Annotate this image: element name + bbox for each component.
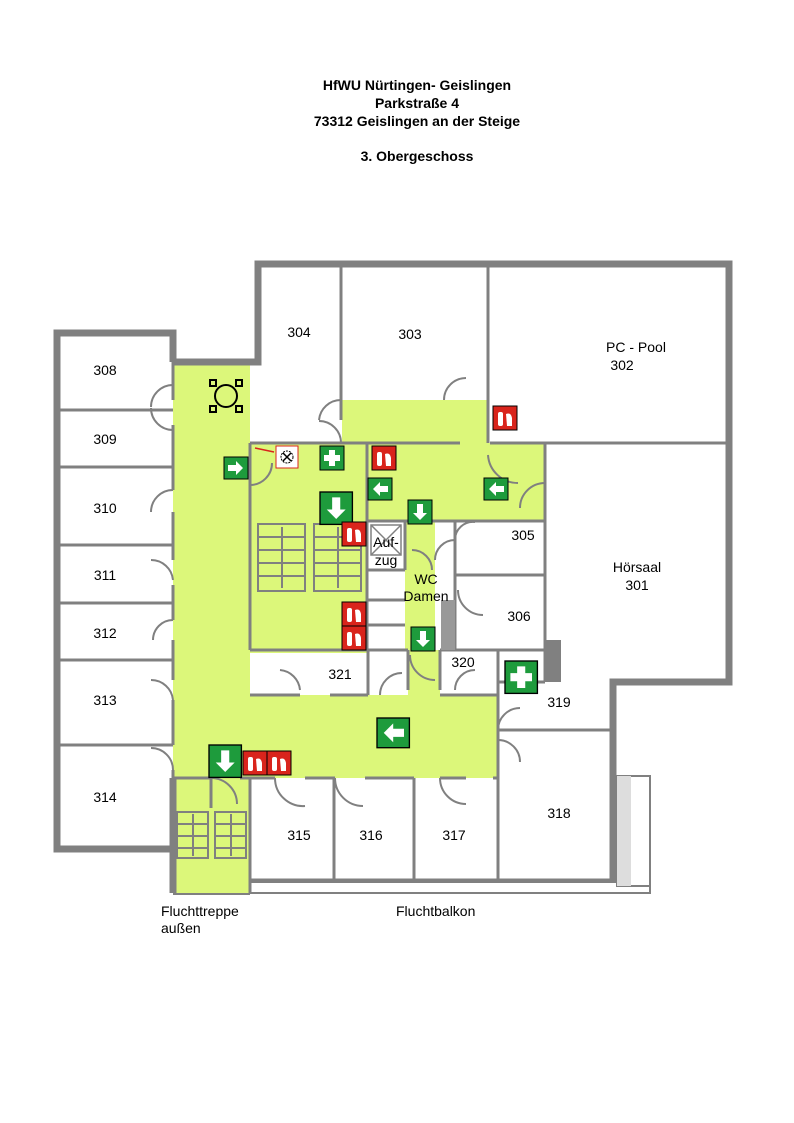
escape-arrow-right-icon [223, 456, 249, 480]
room-305: 305 [511, 527, 535, 543]
first-aid-icon [504, 660, 539, 695]
escape-arrow-left-icon [483, 477, 509, 501]
street-address: Parkstraße 4 [374, 95, 460, 111]
fire-hose-icon [341, 601, 367, 627]
room-313: 313 [93, 692, 117, 708]
inner-walls [57, 264, 729, 893]
fire-hose-icon [341, 521, 367, 547]
escape-arrow-down-icon [319, 491, 354, 526]
elevator-label-2: zug [375, 552, 398, 568]
building-name: HfWU Nürtingen- Geislingen [322, 77, 512, 93]
wc-label-2: Damen [403, 588, 448, 604]
room-302-number: 302 [610, 357, 634, 373]
escape-balcony-label: Fluchtbalkon [396, 903, 476, 919]
room-311: 311 [94, 567, 117, 583]
shaft [441, 600, 455, 650]
table-icon [209, 379, 243, 413]
room-303: 303 [398, 326, 422, 342]
room-310: 310 [93, 500, 117, 516]
room-320: 320 [451, 654, 475, 670]
escape-arrow-down-icon [208, 744, 243, 779]
fire-extinguisher-icon [371, 445, 397, 471]
room-319: 319 [547, 694, 571, 710]
fire-hose-icon [242, 750, 268, 776]
room-316: 316 [359, 827, 383, 843]
elevator-icon [370, 524, 402, 556]
escape-stair-label-1: Fluchttreppe [161, 903, 239, 919]
escape-arrow-left-icon [376, 717, 411, 749]
smoke-detector-icon [254, 445, 299, 469]
escape-arrow-down-icon [407, 499, 433, 525]
exterior-escape-stair [176, 811, 247, 859]
wc-label-1: WC [414, 571, 437, 587]
escape-arrow-left-icon [367, 477, 393, 501]
city-address: 73312 Geislingen an der Steige [313, 113, 521, 129]
room-315: 315 [287, 827, 311, 843]
room-312: 312 [93, 625, 117, 641]
fire-extinguisher-icon [341, 625, 367, 651]
floor-title: 3. Obergeschoss [360, 148, 474, 164]
escape-stair-label-2: außen [161, 920, 201, 936]
room-301-name: Hörsaal [613, 559, 661, 575]
room-302-name: PC - Pool [606, 339, 666, 355]
door-swings [150, 377, 546, 808]
first-aid-icon [319, 445, 345, 471]
escape-balcony [173, 775, 651, 895]
room-308: 308 [93, 362, 117, 378]
elevator-label-1: Auf- [373, 534, 399, 550]
room-317: 317 [442, 827, 466, 843]
room-306: 306 [507, 608, 531, 624]
interior-staircase [257, 523, 362, 592]
fire-extinguisher-icon [266, 750, 292, 776]
room-304: 304 [287, 324, 311, 340]
room-318: 318 [547, 805, 571, 821]
room-309: 309 [93, 431, 117, 447]
room-321: 321 [328, 666, 352, 682]
escape-arrow-down-icon [410, 626, 436, 652]
column [545, 640, 561, 682]
fire-extinguisher-icon [492, 405, 518, 431]
room-314: 314 [93, 789, 117, 805]
room-301-number: 301 [625, 577, 649, 593]
